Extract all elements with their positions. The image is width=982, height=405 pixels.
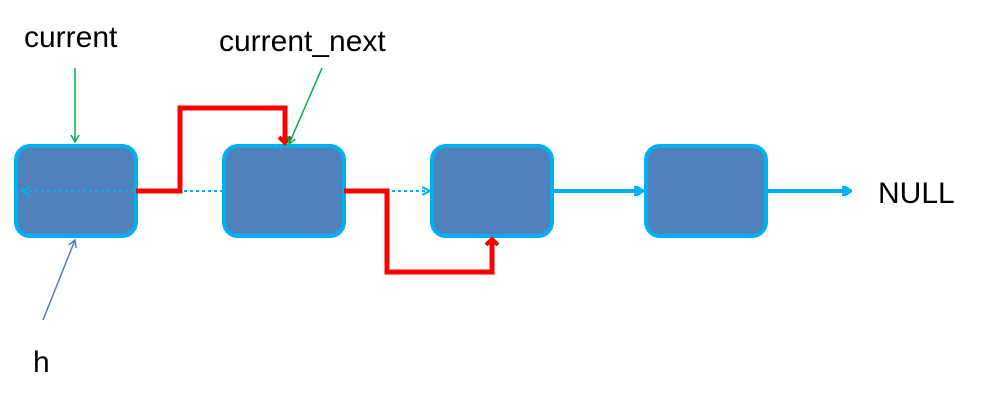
h-label: h bbox=[33, 346, 50, 379]
list-node-3 bbox=[430, 144, 554, 238]
list-node-1 bbox=[14, 144, 138, 238]
current-next-label: current_next bbox=[219, 25, 386, 58]
current-label: current bbox=[24, 21, 118, 54]
list-node-4 bbox=[644, 144, 768, 238]
current-next-pointer-arrow bbox=[289, 67, 323, 144]
h-pointer-arrow bbox=[42, 240, 75, 321]
list-node-2 bbox=[222, 144, 346, 238]
red-link-1-to-2 bbox=[136, 105, 285, 194]
red-link-2-to-3 bbox=[344, 188, 492, 275]
null-label: NULL bbox=[878, 177, 955, 210]
